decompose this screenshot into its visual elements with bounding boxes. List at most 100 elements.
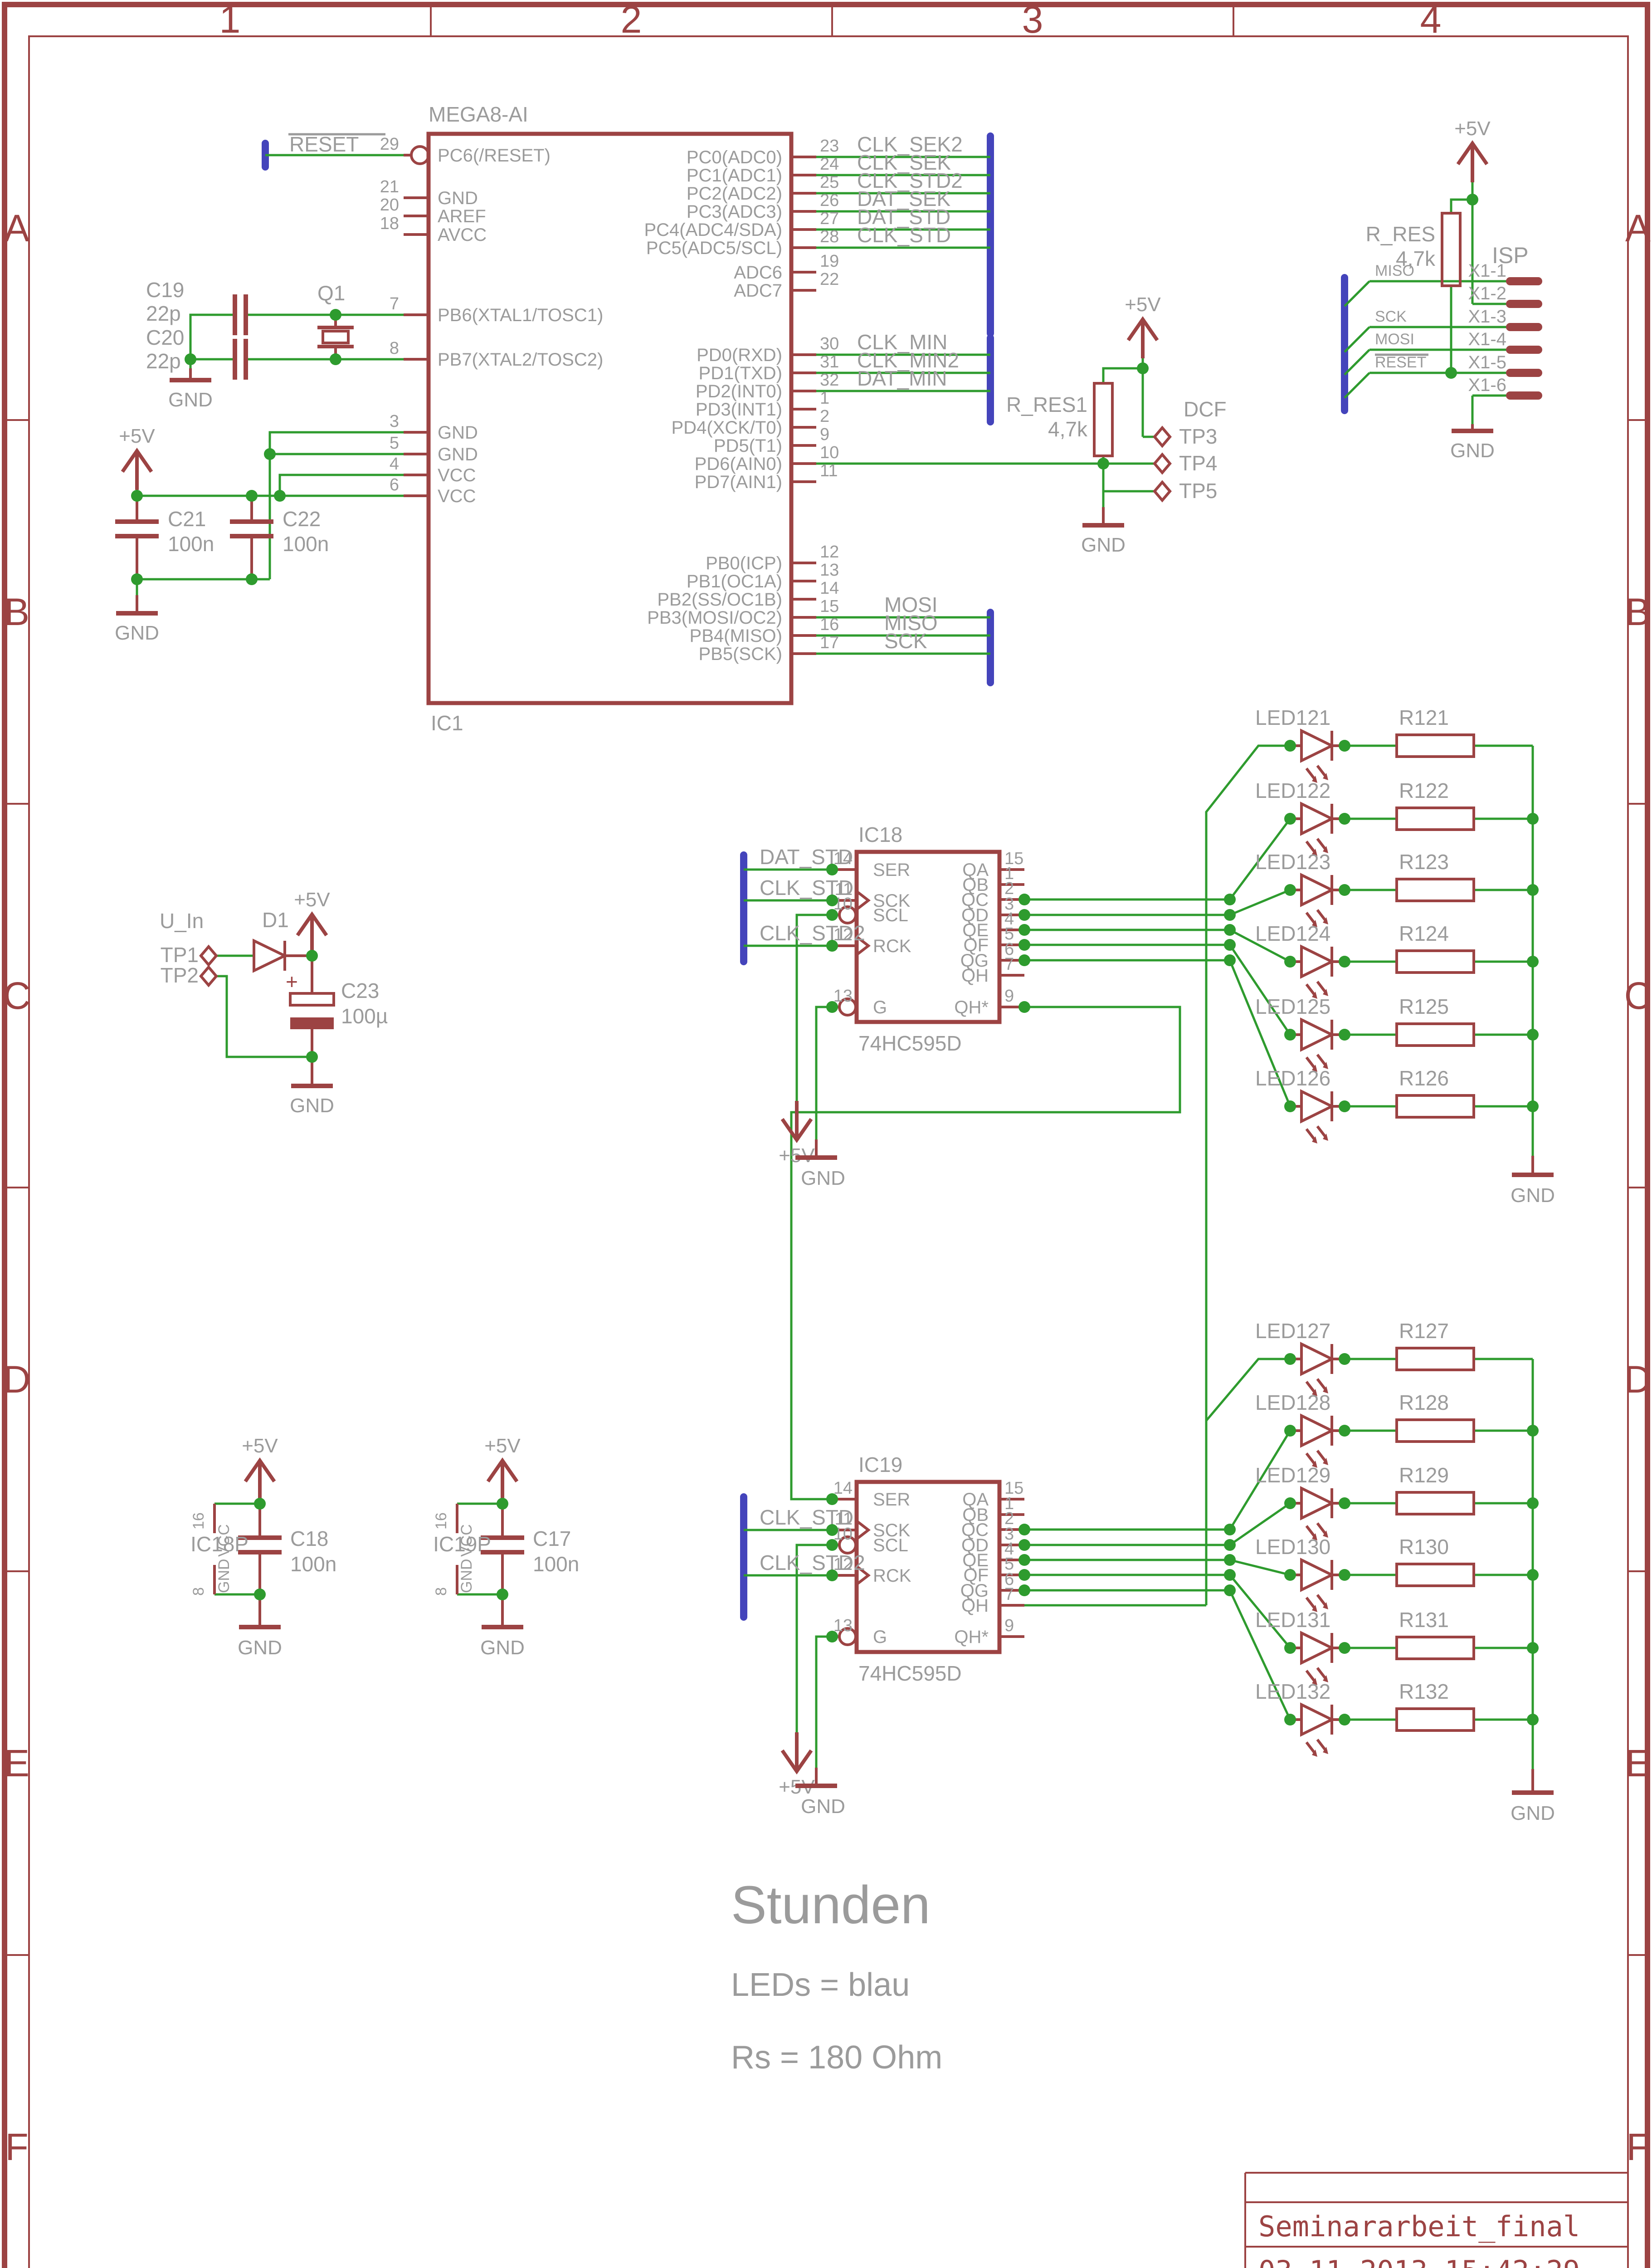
c20-ref: C20	[146, 326, 184, 349]
note-line1: LEDs = blau	[731, 1967, 910, 2003]
led-ref: LED121	[1255, 706, 1330, 729]
gnd-label: GND	[290, 1095, 334, 1117]
pin-number: 2	[1004, 879, 1014, 898]
pin-name: QC	[961, 890, 989, 910]
net-label: MISO	[884, 611, 938, 635]
c21-value: 100n	[168, 532, 214, 556]
ic19-value: 74HC595D	[858, 1662, 962, 1685]
net-label: DAT_STD	[857, 205, 950, 229]
diode-d1	[254, 941, 285, 971]
note-heading: Stunden	[731, 1875, 931, 1935]
pad-label: X1-6	[1468, 375, 1507, 395]
pin-name: PB1(OC1A)	[687, 572, 782, 591]
led-symbol	[1290, 731, 1345, 783]
tp5-label: TP5	[1179, 479, 1217, 503]
pin-name: PB3(MOSI/OC2)	[647, 608, 782, 628]
net-label: CLK_STD	[857, 223, 951, 247]
res-ref: R128	[1399, 1391, 1449, 1414]
title-block: Seminararbeit_final 03.11.2013 15:42:29 …	[1244, 2172, 1628, 2268]
pin-name: PB4(MISO)	[690, 626, 782, 646]
net-label: SCK	[884, 629, 927, 653]
pin-number: 11	[835, 880, 853, 899]
gnd-label: GND	[168, 389, 213, 411]
pin-name: SCL	[873, 1535, 908, 1555]
p5v-label: +5V	[294, 889, 330, 911]
pin-number: 25	[820, 173, 839, 192]
pin-name: QH*	[954, 997, 989, 1017]
led-ref: LED125	[1255, 995, 1330, 1018]
plus5v-symbol	[297, 914, 327, 953]
resistor-symbol	[1397, 735, 1474, 757]
frame-row-label: C	[1624, 974, 1652, 1017]
pin-number: 31	[820, 352, 839, 371]
pin-number: 13	[820, 561, 839, 580]
pin-number: 22	[820, 270, 839, 289]
pin-number-rot: 8	[433, 1587, 450, 1596]
frame-col-label: 3	[1022, 0, 1043, 41]
rres-ref: R_RES	[1366, 222, 1435, 246]
pin-name-rot: VCC	[458, 1524, 475, 1557]
ic19p-power-block: +5V 16 VCC 8 GND IC19P C17 100n GND	[433, 1435, 579, 1659]
frame-row-label: E	[1625, 1742, 1651, 1784]
net-label-miso: MISO	[1375, 262, 1414, 279]
pin-name: AREF	[438, 206, 486, 226]
c18-value: 100n	[290, 1552, 336, 1576]
pin-stubs-ic1	[404, 154, 816, 655]
pin-name: PC0(ADC0)	[687, 147, 782, 167]
c23-plus-sign: +	[286, 970, 298, 993]
pin-number: 16	[820, 615, 839, 634]
pin-name: RCK	[873, 1566, 911, 1586]
led-group1: LED121 R121 LED122 R122 LED123 R123 LED1…	[1255, 706, 1555, 1207]
pin-number: 23	[820, 137, 839, 156]
led-ref: LED132	[1255, 1680, 1330, 1703]
resistor-symbol	[1397, 1709, 1474, 1730]
frame-row-label: B	[4, 591, 29, 633]
pin-name: PD3(INT1)	[696, 400, 782, 420]
pin-number: 10	[820, 443, 839, 462]
capacitor-c23	[290, 993, 334, 1029]
pin-number: 5	[390, 434, 399, 453]
pin-name: QE	[962, 920, 989, 940]
pin-name: PB0(ICP)	[706, 553, 782, 573]
pin-number-rot: 16	[433, 1512, 450, 1530]
pin-number: 2	[1004, 1509, 1014, 1528]
pin-number: 7	[390, 294, 399, 313]
wires-ic18	[744, 744, 1291, 1605]
p5v-label: +5V	[484, 1435, 521, 1457]
gnd-label: GND	[115, 622, 159, 644]
pin-number: 17	[820, 633, 839, 652]
p5v-label: +5V	[1454, 117, 1491, 140]
frame-row-label: F	[5, 2126, 28, 2168]
frame-row-label: C	[3, 974, 31, 1017]
ic1-value: MEGA8-AI	[429, 103, 528, 126]
pin-name: QB	[962, 875, 989, 895]
pin-name: PD2(INT0)	[696, 381, 782, 401]
led-ref: LED131	[1255, 1608, 1330, 1632]
pin-number: 3	[1004, 894, 1014, 914]
resistor-rres	[1442, 213, 1460, 286]
c22-ref: C22	[283, 507, 321, 531]
resistor-symbol	[1397, 1095, 1474, 1117]
pin-name: PB5(SCK)	[699, 644, 783, 664]
gnd-label: GND	[801, 1167, 845, 1189]
res-ref: R131	[1399, 1608, 1449, 1632]
gnd-label: GND	[801, 1795, 845, 1818]
pin-name: PD7(AIN1)	[695, 472, 782, 492]
pin-number: 4	[1004, 1540, 1014, 1559]
res-ref: R125	[1399, 995, 1449, 1018]
pin-name: QA	[962, 860, 989, 880]
net-label: CLK_SEK2	[857, 132, 963, 156]
pin-name: SER	[873, 1490, 910, 1510]
testpoint-tp4	[1155, 455, 1170, 473]
ic1-net-labels: RESET CLK_SEK2 CLK_SEK CLK_STD2 DAT_SEK …	[288, 132, 963, 653]
led-ref: LED128	[1255, 1391, 1330, 1414]
net-label: CLK_STD2	[760, 1551, 865, 1574]
led-symbol	[1290, 875, 1345, 927]
pin-name-rot: VCC	[215, 1524, 233, 1557]
pin-name: QE	[962, 1550, 989, 1570]
p5v-label: +5V	[119, 425, 155, 447]
resistor-symbol	[1397, 951, 1474, 973]
pin-name: PC6(/RESET)	[438, 146, 551, 166]
net-label-reset: RESET	[1375, 354, 1426, 371]
